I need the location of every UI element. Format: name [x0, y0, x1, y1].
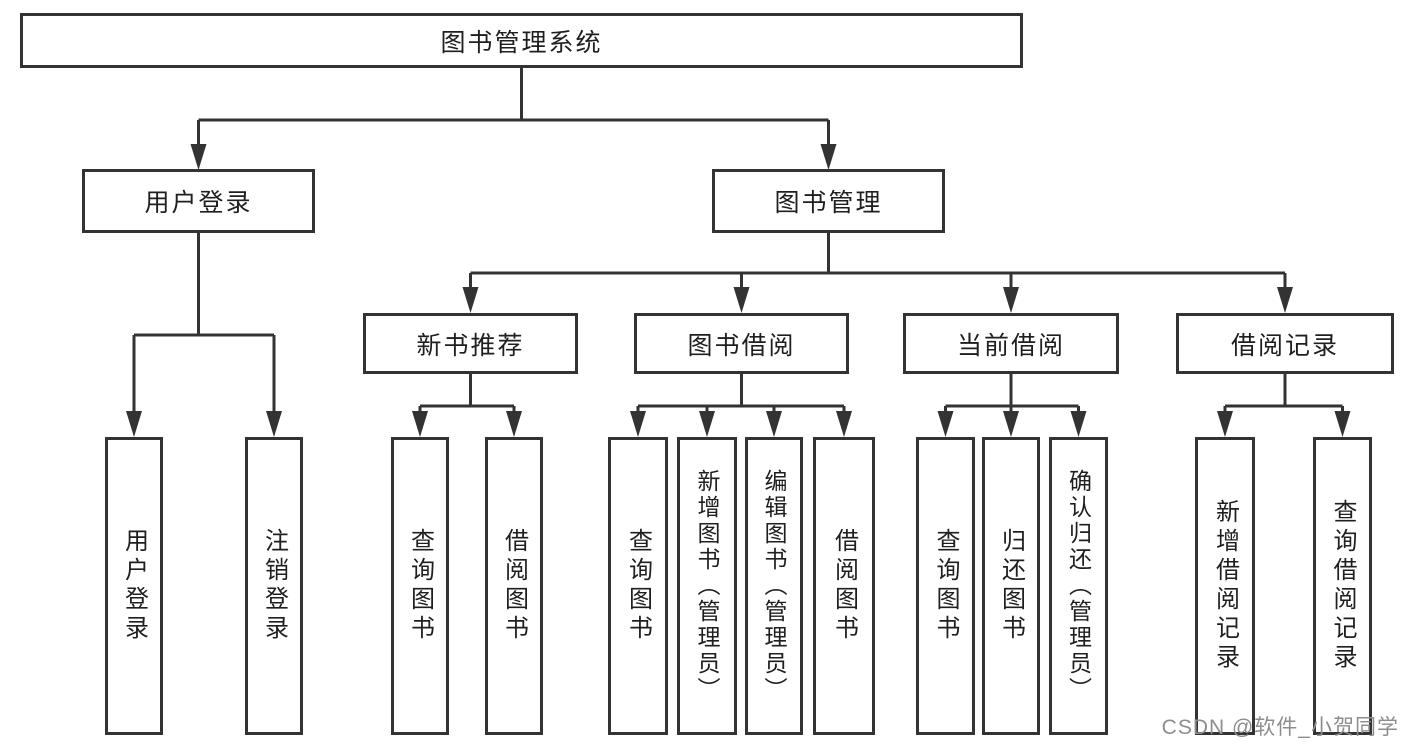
csdn-watermark: CSDN @软件_小贺同学 [1161, 716, 1399, 739]
leaf-borrowing-query-books-label: 查询图书 [624, 528, 652, 644]
leaf-current-confirm-return-admin: 确认归还（管理员） [1049, 437, 1108, 735]
node-user-login-label: 用户登录 [144, 189, 253, 217]
leaf-borrowing-edit-books-admin: 编辑图书（管理员） [745, 437, 803, 735]
node-library-system: 图书管理系统 [20, 13, 1023, 68]
leaf-logout-login: 注销登录 [245, 437, 303, 735]
node-book-management-label: 图书管理 [774, 189, 883, 217]
leaf-records-add-record-label: 新增借阅记录 [1211, 499, 1239, 673]
node-book-borrowing-label: 图书借阅 [687, 331, 796, 360]
leaf-user-login-label: 用户登录 [120, 528, 148, 644]
leaf-current-query-books: 查询图书 [916, 437, 975, 735]
leaf-borrowing-query-books: 查询图书 [608, 437, 668, 735]
leaf-records-add-record: 新增借阅记录 [1195, 437, 1255, 735]
leaf-recommend-query-books-label: 查询图书 [406, 528, 434, 644]
leaf-borrowing-edit-books-admin-label: 编辑图书（管理员） [761, 469, 787, 703]
leaf-records-query-record: 查询借阅记录 [1313, 437, 1372, 735]
node-current-borrowing-label: 当前借阅 [956, 331, 1065, 360]
leaf-current-return-books-label: 归还图书 [997, 528, 1025, 644]
leaf-recommend-borrow-books: 借阅图书 [485, 437, 543, 735]
leaf-current-confirm-return-admin-label: 确认归还（管理员） [1065, 469, 1092, 703]
node-current-borrowing: 当前借阅 [903, 313, 1119, 374]
node-book-borrowing: 图书借阅 [634, 313, 849, 374]
leaf-borrowing-borrow-books-label: 借阅图书 [830, 528, 858, 644]
node-borrowing-records: 借阅记录 [1176, 313, 1394, 374]
leaf-current-query-books-label: 查询图书 [932, 528, 959, 644]
leaf-borrowing-add-books-admin: 新增图书（管理员） [677, 437, 737, 735]
node-new-book-recommend-label: 新书推荐 [416, 331, 525, 360]
leaf-records-query-record-label: 查询借阅记录 [1329, 499, 1356, 673]
leaf-borrowing-add-books-admin-label: 新增图书（管理员） [694, 469, 720, 703]
node-new-book-recommend: 新书推荐 [363, 313, 578, 374]
leaf-logout-login-label: 注销登录 [260, 528, 288, 644]
node-book-management: 图书管理 [712, 169, 945, 233]
leaf-current-return-books: 归还图书 [982, 437, 1040, 735]
node-borrowing-records-label: 借阅记录 [1230, 331, 1339, 360]
leaf-borrowing-borrow-books: 借阅图书 [813, 437, 875, 735]
leaf-user-login: 用户登录 [105, 437, 163, 735]
leaf-recommend-borrow-books-label: 借阅图书 [500, 528, 528, 644]
node-library-system-label: 图书管理系统 [440, 28, 603, 57]
node-user-login: 用户登录 [82, 169, 315, 233]
leaf-recommend-query-books: 查询图书 [391, 437, 449, 735]
